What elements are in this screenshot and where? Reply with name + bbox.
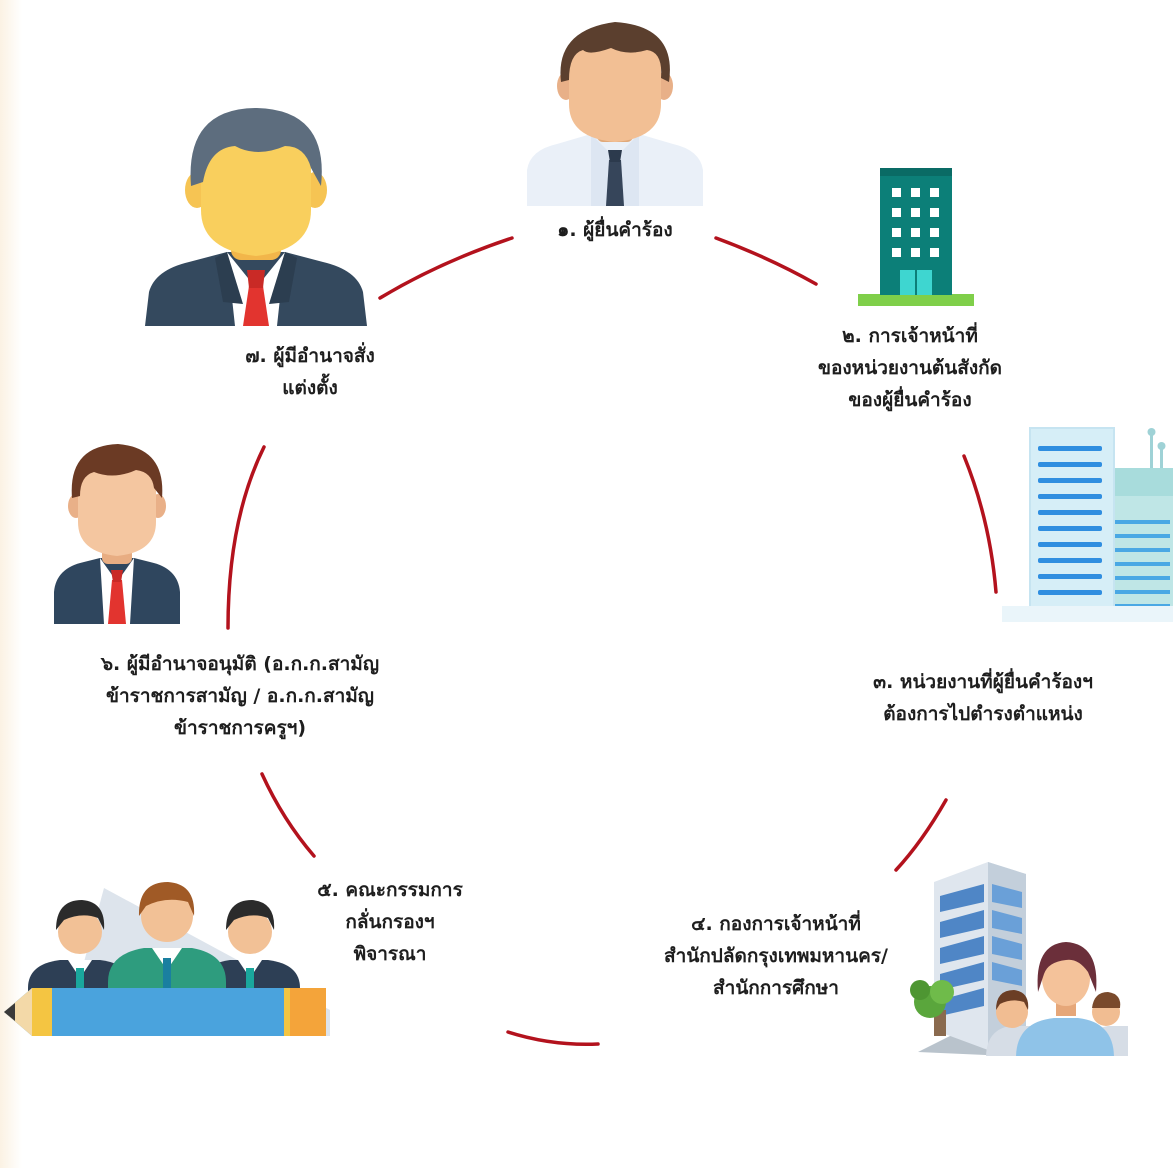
senior-executive-icon [145,108,367,326]
glass-buildings-icon [1002,427,1173,622]
arc-4-to-5 [506,1030,600,1046]
step-6-line-1: ๖. ผู้มีอำนาจอนุมัติ (อ.ก.ก.สามัญ [100,653,380,675]
arc-1-to-2 [714,236,818,286]
step-1-line-1: ๑. ผู้ยื่นคำร้อง [557,219,673,241]
step-5-line-1: ๕. คณะกรรมการ [317,879,463,901]
young-official-icon [54,444,180,624]
step-2-label: ๒. การเจ้าหน้าที่ ของหน่วยงานต้นสังกัด ข… [770,320,1050,416]
step-3-line-2: ต้องการไปตำรงตำแหน่ง [883,703,1083,725]
step-5-line-3: พิจารณา [353,943,427,965]
arc-7-to-1 [378,236,514,300]
step-6-line-2: ข้าราชการสามัญ / อ.ก.ก.สามัญ [105,685,374,707]
arc-6-to-7 [226,445,266,630]
left-edge-tint [0,0,22,1168]
arc-3-to-4 [894,798,948,872]
step-4-line-2: สำนักปลัดกรุงเทพมหานคร/ [664,945,888,967]
step-4-line-1: ๔. กองการเจ้าหน้าที่ [691,913,861,935]
committee-pencil-icon [4,882,330,1036]
step-3-line-1: ๓. หน่วยงานที่ผู้ยื่นคำร้องฯ [873,671,1093,693]
arc-5-to-6 [260,772,316,858]
step-7-line-1: ๗. ผู้มีอำนาจสั่ง [245,345,375,367]
arc-2-to-3 [962,454,998,594]
step-7-label: ๗. ผู้มีอำนาจสั่ง แต่งตั้ง [200,340,420,404]
step-5-label: ๕. คณะกรรมการ กลั่นกรองฯ พิจารณา [290,874,490,970]
office-tower-icon [858,168,974,306]
businessman-icon [527,22,703,206]
step-2-line-1: ๒. การเจ้าหน้าที่ [842,325,978,347]
step-2-line-3: ของผู้ยื่นคำร้อง [848,389,972,411]
hq-building-with-staff-icon [910,862,1128,1056]
step-2-line-2: ของหน่วยงานต้นสังกัด [818,357,1002,379]
step-1-label: ๑. ผู้ยื่นคำร้อง [527,214,703,246]
step-3-label: ๓. หน่วยงานที่ผู้ยื่นคำร้องฯ ต้องการไปตำ… [818,666,1148,730]
step-6-line-3: ข้าราชการครูฯ) [173,717,307,739]
step-6-label: ๖. ผู้มีอำนาจอนุมัติ (อ.ก.ก.สามัญ ข้าราช… [40,648,440,744]
step-5-line-2: กลั่นกรองฯ [345,911,435,933]
step-7-line-2: แต่งตั้ง [282,377,338,399]
step-4-line-3: สำนักการศึกษา [713,977,839,999]
step-4-label: ๔. กองการเจ้าหน้าที่ สำนักปลัดกรุงเทพมหา… [616,908,936,1004]
